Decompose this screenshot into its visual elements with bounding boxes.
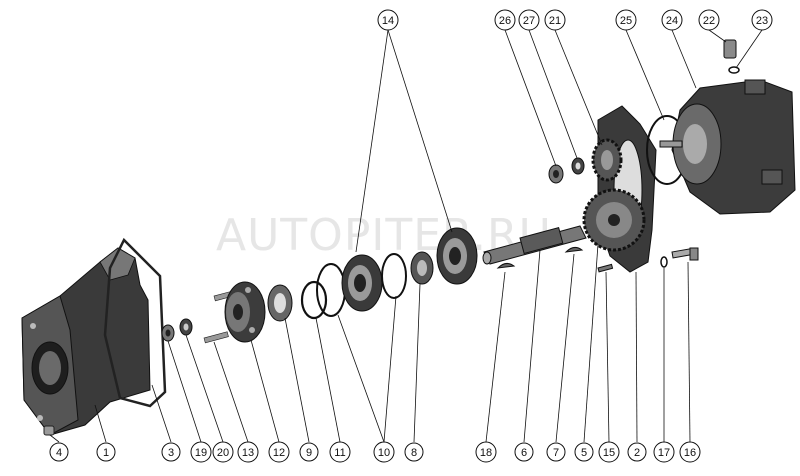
snap-ring-part [300, 280, 328, 320]
callout-25: 25 [615, 9, 637, 31]
svg-text:12: 12 [273, 447, 285, 459]
washer-part [267, 284, 293, 322]
pin-part [597, 263, 614, 273]
callout-13: 13 [237, 441, 259, 463]
svg-text:7: 7 [553, 447, 559, 459]
callout-11: 11 [329, 441, 351, 463]
callout-20: 20 [212, 441, 234, 463]
bearing-part-small [410, 251, 434, 285]
callout-3: 3 [161, 442, 181, 462]
svg-text:18: 18 [480, 447, 492, 459]
callout-2: 2 [627, 442, 647, 462]
plug-part [43, 425, 55, 436]
svg-text:21: 21 [549, 15, 561, 27]
svg-text:19: 19 [195, 447, 207, 459]
callout-26: 26 [494, 9, 516, 31]
svg-text:27: 27 [523, 15, 535, 27]
svg-text:24: 24 [666, 15, 678, 27]
callout-12: 12 [268, 441, 290, 463]
callout-23: 23 [751, 9, 773, 31]
svg-text:20: 20 [217, 447, 229, 459]
callout-5: 5 [574, 442, 594, 462]
svg-text:11: 11 [334, 447, 345, 459]
callout-27: 27 [518, 9, 540, 31]
ring-part-left [316, 263, 346, 317]
svg-text:15: 15 [603, 447, 615, 459]
flange-hub-part [224, 281, 266, 343]
svg-text:3: 3 [168, 447, 174, 459]
svg-text:6: 6 [521, 447, 527, 459]
callout-10: 10 [373, 441, 395, 463]
svg-text:9: 9 [306, 447, 312, 459]
nut-washer-part-top [548, 157, 585, 184]
svg-text:14: 14 [382, 15, 394, 27]
callout-8: 8 [404, 442, 424, 462]
svg-text:2: 2 [634, 447, 640, 459]
callout-22: 22 [698, 9, 720, 31]
leader-lines [49, 29, 763, 443]
svg-text:17: 17 [658, 447, 670, 459]
fitting-part [723, 39, 740, 74]
svg-text:5: 5 [581, 447, 587, 459]
callout-1: 1 [96, 442, 116, 462]
callout-4: 4 [49, 442, 69, 462]
bearing-part-large [341, 254, 383, 312]
nut-washer-part [161, 318, 193, 342]
callout-24: 24 [661, 9, 683, 31]
svg-text:13: 13 [242, 447, 254, 459]
pump-body-part [659, 79, 796, 215]
callout-17: 17 [653, 441, 675, 463]
svg-text:4: 4 [56, 447, 62, 459]
key-part-18 [496, 262, 516, 269]
svg-text:23: 23 [756, 15, 768, 27]
callout-14: 14 [377, 9, 399, 31]
svg-text:26: 26 [499, 15, 511, 27]
gear-part-5 [582, 188, 646, 252]
bolt-washer-part [660, 247, 699, 268]
callout-19: 19 [190, 441, 212, 463]
callout-21: 21 [544, 9, 566, 31]
svg-text:8: 8 [411, 447, 417, 459]
svg-text:10: 10 [378, 447, 390, 459]
callout-9: 9 [299, 442, 319, 462]
callout-15: 15 [598, 441, 620, 463]
callouts: 1 2 3 4 5 6 7 8 9 10 11 12 13 14 15 16 1… [49, 9, 773, 463]
svg-text:25: 25 [620, 15, 632, 27]
shaft-part [482, 225, 587, 265]
callout-7: 7 [546, 442, 566, 462]
gear-part-21 [591, 138, 623, 182]
callout-6: 6 [514, 442, 534, 462]
callout-16: 16 [679, 441, 701, 463]
ring-part-right [381, 253, 407, 299]
key-part-7 [564, 246, 584, 253]
bearing-part-right [436, 227, 478, 285]
housing-part [21, 247, 151, 436]
svg-text:22: 22 [703, 15, 715, 27]
svg-text:16: 16 [684, 447, 696, 459]
svg-text:1: 1 [103, 447, 109, 459]
callout-18: 18 [475, 441, 497, 463]
gasket-part [103, 237, 167, 408]
